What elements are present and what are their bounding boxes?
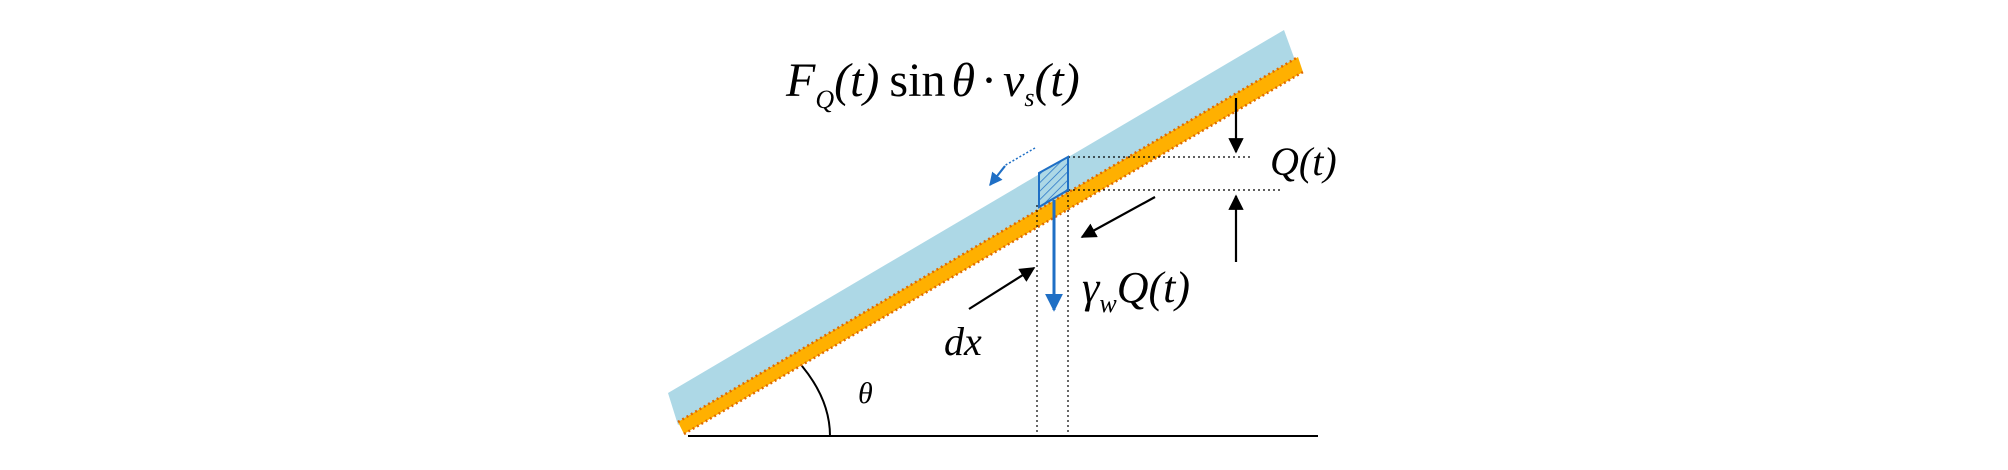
- angle-arc: [801, 365, 831, 437]
- formula-sin: sin: [889, 54, 945, 107]
- gamma-label: γwQ(t): [1082, 263, 1190, 318]
- slope-force-dotted: [1003, 147, 1036, 167]
- formula-v: v: [1003, 54, 1025, 107]
- thickness-arrow-lower: [968, 267, 1036, 310]
- water-element: [1038, 155, 1069, 209]
- gamma-Q-t: Q(t): [1117, 263, 1190, 312]
- formula-t: (t): [834, 54, 879, 107]
- formula-theta: θ: [951, 54, 975, 107]
- dx-label: dx: [944, 319, 982, 364]
- thickness-arrow-upper: [1080, 196, 1156, 238]
- slope-force-arrow: [989, 165, 1006, 187]
- formula-s-subscript: s: [1024, 83, 1034, 112]
- theta-label: θ: [858, 377, 873, 410]
- formula-Q-subscript: Q: [815, 85, 834, 114]
- formula-t2: (t): [1034, 54, 1079, 107]
- formula-dot: ·: [981, 54, 997, 107]
- gamma-w-subscript: w: [1099, 289, 1117, 318]
- gamma-symbol: γ: [1082, 263, 1101, 312]
- q-label: Q(t): [1270, 139, 1337, 184]
- water-layer: [668, 30, 1296, 425]
- formula-F: F: [785, 54, 816, 107]
- soil-layer: [678, 57, 1303, 434]
